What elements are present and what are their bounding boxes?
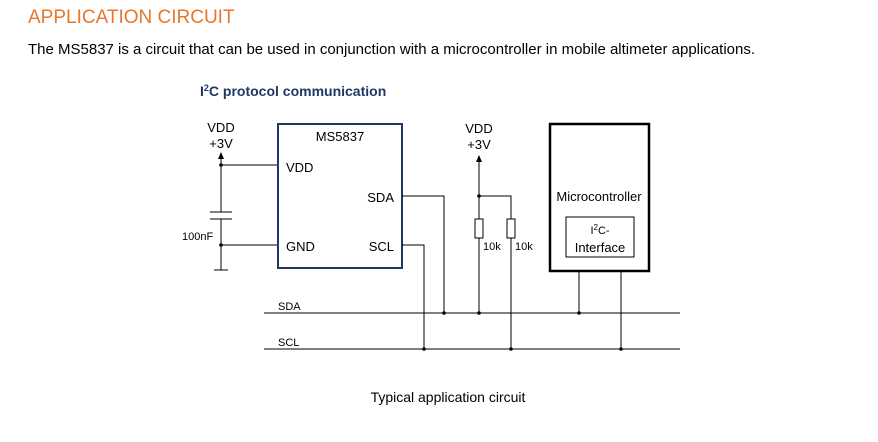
sensor-pin-vdd: VDD: [286, 160, 313, 175]
sensor-name: MS5837: [316, 129, 364, 144]
sensor-scl-wire: [402, 244, 425, 349]
i2c-interface-box: [565, 216, 635, 258]
scl-bus-label: SCL: [278, 337, 299, 349]
protocol-title-text: C protocol communication: [209, 83, 386, 99]
i2c-interface-superscript: 2: [594, 223, 599, 232]
pullup-resistor-1: [474, 218, 484, 239]
junction-dot: [219, 243, 223, 247]
capacitor-label: 100nF: [182, 231, 213, 243]
junction-dot: [477, 194, 481, 198]
junction-dot: [577, 311, 581, 315]
junction-dot: [477, 311, 481, 315]
resistor-1-label: 10k: [483, 241, 501, 253]
right-supply-vdd-label: VDD: [465, 121, 492, 136]
junction-dot: [219, 163, 223, 167]
i2c-interface-line1: I2C-: [590, 223, 609, 237]
junction-dot: [442, 311, 446, 315]
protocol-title: I2C protocol communication: [200, 83, 386, 99]
capacitor-symbol: [210, 211, 232, 271]
i2c-interface-line2: Interface: [575, 240, 626, 255]
right-supply-arrow: [476, 155, 482, 162]
intro-paragraph: The MS5837 is a circuit that can be used…: [28, 41, 756, 58]
section-heading: APPLICATION CIRCUIT: [28, 7, 235, 28]
microcontroller-box: [548, 122, 651, 273]
sensor-sda-wire: [402, 195, 445, 313]
i2c-interface-line1-text: C-: [598, 225, 610, 237]
pullup-branch-wire: [479, 195, 512, 219]
pullup-resistor-2: [506, 218, 516, 239]
sensor-pin-sda: SDA: [367, 190, 394, 205]
sda-bus-label: SDA: [278, 301, 301, 313]
sensor-pin-gnd: GND: [286, 239, 315, 254]
right-supply-voltage-label: +3V: [467, 137, 491, 152]
diagram-caption: Typical application circuit: [371, 389, 526, 405]
sensor-pin-scl: SCL: [369, 239, 394, 254]
junction-dots: [219, 163, 623, 351]
junction-dot: [619, 347, 623, 351]
protocol-title-superscript: 2: [204, 83, 209, 93]
resistor-2-label: 10k: [515, 241, 533, 253]
left-supply-voltage-label: +3V: [209, 136, 233, 151]
left-supply-arrow: [218, 152, 224, 159]
junction-dot: [509, 347, 513, 351]
left-supply-vdd-label: VDD: [207, 120, 234, 135]
microcontroller-name: Microcontroller: [556, 189, 642, 204]
junction-dot: [422, 347, 426, 351]
